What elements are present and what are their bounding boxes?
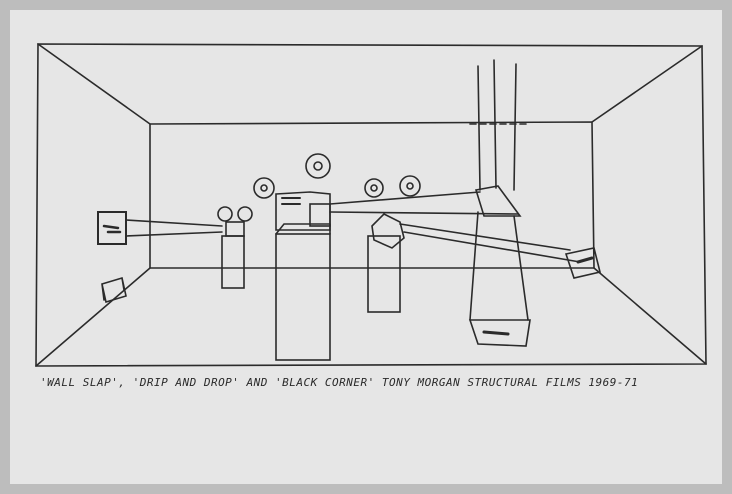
beam-left [126, 220, 222, 236]
plinth-right [368, 236, 400, 312]
corner-box [566, 248, 600, 278]
reel-top [306, 154, 330, 178]
hanging-rods [478, 60, 516, 190]
corner-edge-tl [38, 44, 150, 124]
back-wall [150, 122, 594, 268]
caption: 'WALL SLAP', 'DRIP AND DROP' AND 'BLACK … [40, 376, 720, 389]
room-outline [36, 44, 706, 366]
beam-main [330, 192, 518, 214]
corner-edge-tr [592, 46, 702, 122]
plinth-center [276, 234, 330, 360]
corner-edge-br [594, 268, 706, 364]
corner-edge-bl [36, 268, 150, 366]
plinth-left [222, 236, 244, 288]
reel-left [254, 178, 274, 198]
